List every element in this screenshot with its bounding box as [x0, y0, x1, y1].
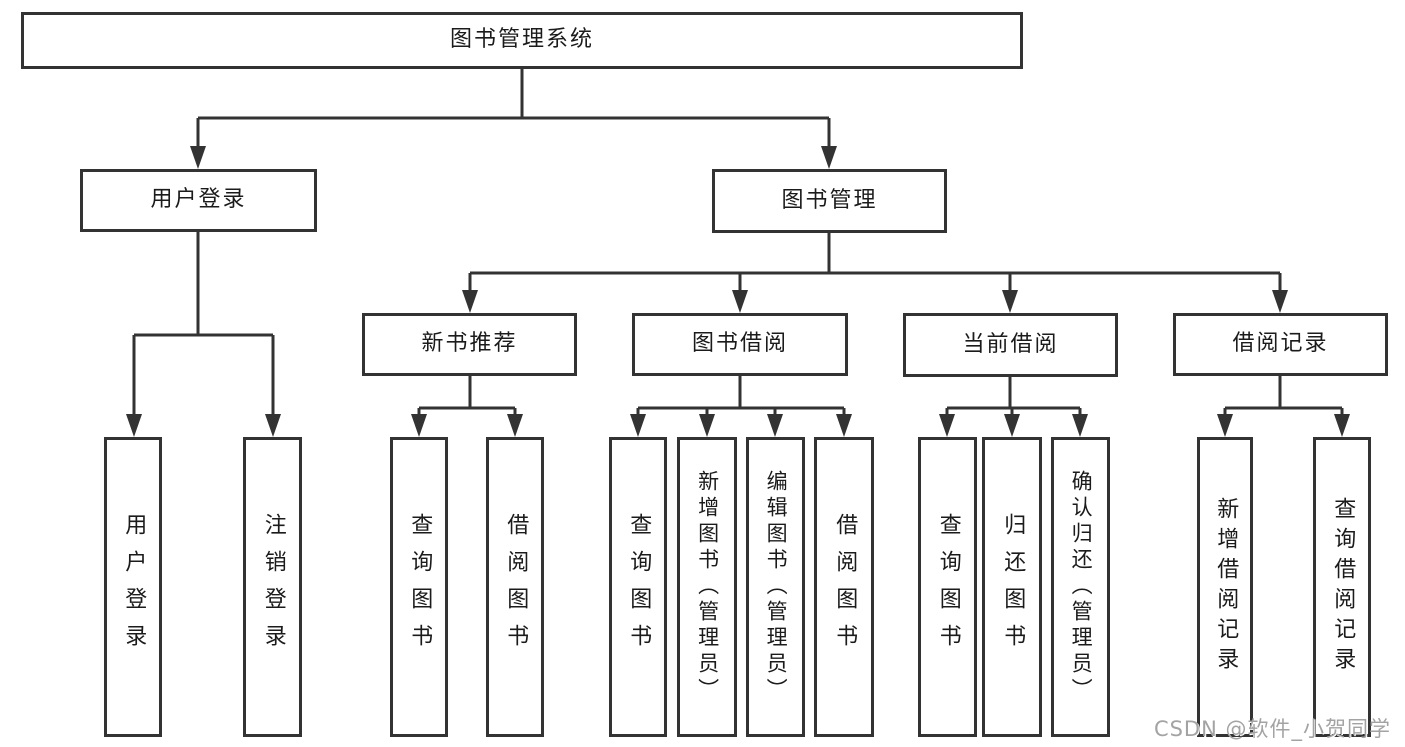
leaf-confirm-return-admin: 确认归还（管理员） — [1051, 437, 1110, 737]
connector-strokes — [132, 69, 1344, 416]
leaf-add-borrow-record: 新增借阅记录 — [1197, 437, 1253, 737]
leaf-query-books-current: 查询图书 — [918, 437, 977, 737]
leaf-add-books-admin: 新增图书（管理员） — [677, 437, 737, 737]
leaf-user-login: 用户登录 — [104, 437, 162, 737]
leaf-edit-books-admin: 编辑图书（管理员） — [746, 437, 805, 737]
node-book-management: 图书管理 — [712, 169, 947, 233]
leaf-logout: 注销登录 — [243, 437, 302, 737]
node-book-borrow: 图书借阅 — [632, 313, 848, 376]
leaf-query-borrow-record: 查询借阅记录 — [1313, 437, 1371, 737]
node-new-book-recommend: 新书推荐 — [362, 313, 577, 376]
node-current-borrow: 当前借阅 — [903, 313, 1118, 377]
leaf-query-books-recommend: 查询图书 — [390, 437, 448, 737]
leaf-borrow-books: 借阅图书 — [814, 437, 874, 737]
watermark: CSDN @软件_小贺同学 — [1153, 717, 1391, 741]
node-user-login: 用户登录 — [80, 169, 317, 232]
connector-arrowheads — [126, 146, 1350, 437]
leaf-query-books-borrow: 查询图书 — [609, 437, 667, 737]
leaf-return-books: 归还图书 — [982, 437, 1042, 737]
node-borrow-records: 借阅记录 — [1173, 313, 1388, 376]
node-root: 图书管理系统 — [21, 12, 1023, 69]
leaf-borrow-books-recommend: 借阅图书 — [486, 437, 544, 737]
